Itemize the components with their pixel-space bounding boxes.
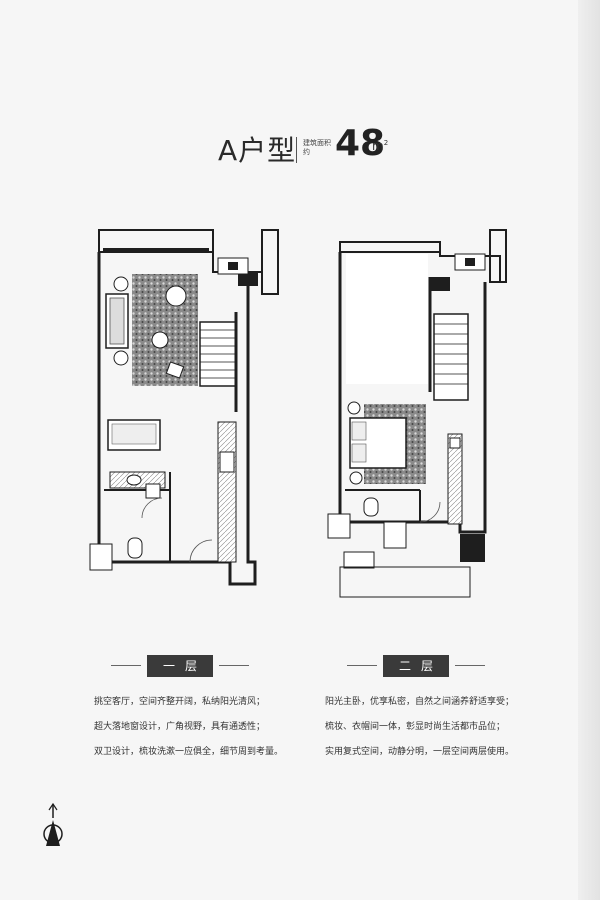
stair-treads — [200, 329, 236, 379]
upper-ac-frame — [489, 229, 507, 283]
column — [238, 272, 258, 286]
floor-2-line-3: 实用复式空间，动静分明，一层空间两层使用。 — [325, 747, 515, 757]
living-rug — [132, 274, 198, 386]
void-space — [346, 254, 428, 384]
upper-column — [430, 277, 450, 291]
side-stool — [165, 361, 185, 379]
nightstand-bottom — [349, 471, 363, 485]
floor-plan-drawing — [89, 229, 507, 598]
upper-terrace — [339, 566, 471, 598]
page-edge — [578, 0, 600, 900]
title-divider — [296, 137, 297, 163]
floor-plans — [0, 222, 600, 622]
floor-2-description: 阳光主卧，优享私密，自然之间涵养舒适享受； 梳妆、衣帽间一体，彰显时尚生活都市品… — [325, 690, 514, 765]
lamp-bottom — [113, 350, 129, 366]
area-unit: m2 — [372, 139, 388, 153]
area-value: 48 — [335, 123, 386, 164]
floor-2-line-1: 阳光主卧，优享私密，自然之间涵养舒适享受； — [325, 697, 515, 707]
upper-top-window — [339, 241, 441, 253]
stove — [219, 451, 235, 473]
floor-1-badge: 一层 — [111, 655, 249, 677]
wardrobe — [447, 433, 463, 525]
upper-utility-box — [327, 513, 351, 539]
pillow-top — [351, 421, 367, 441]
bath-door-arc — [141, 497, 163, 519]
upper-corner-column — [460, 534, 485, 562]
upper-shower — [383, 521, 407, 549]
floor-2-line-2: 梳妆、衣帽间一体，彰显时尚生活都市品位； — [325, 722, 506, 732]
window-sill — [103, 248, 209, 253]
floor-1-description: 挑空客厅，空间齐整开阔，私纳阳光清风； 超大落地窗设计，广角视野，具有通透性； … — [94, 690, 283, 765]
area-unit-text: m — [372, 139, 384, 153]
floor-1-line-1: 挑空客厅，空间齐整开阔，私纳阳光清风； — [94, 697, 266, 707]
first-floor-plan — [89, 229, 279, 586]
floor-1-line-2: 超大落地窗设计，广角视野，具有通透性； — [94, 722, 266, 732]
upper-stair-treads — [434, 323, 468, 385]
floor-2-badge: 二层 — [347, 655, 485, 677]
area-label: 建筑面积约 — [303, 139, 331, 156]
toilet — [127, 537, 143, 559]
ac-icon — [228, 262, 238, 270]
outer-wall — [97, 252, 257, 586]
lower-sofa-seat — [111, 423, 157, 445]
coffee-table — [151, 331, 169, 349]
upper-staircase — [433, 313, 469, 401]
header: A户型 建筑面积约 48 m2 — [0, 123, 600, 175]
upper-outer-wall — [338, 252, 487, 534]
second-floor-plan — [327, 229, 507, 598]
north-arrow-icon — [43, 802, 63, 846]
area-unit-sup: 2 — [383, 139, 389, 147]
unit-type-title: A户型 — [218, 134, 297, 167]
round-chair — [165, 285, 187, 307]
kitchen-counter — [217, 421, 237, 563]
lamp-top — [113, 276, 129, 292]
pillow-bottom — [351, 443, 367, 463]
sink — [126, 474, 142, 486]
entry-door-arc — [189, 539, 213, 563]
ac-unit-frame — [261, 229, 279, 295]
wardrobe-shelf — [449, 437, 461, 449]
utility-box — [89, 543, 113, 571]
sofa-cushion — [109, 297, 125, 345]
shower-tray — [145, 483, 161, 499]
upper-toilet — [363, 497, 379, 517]
upper-ac-icon — [465, 258, 475, 266]
upper-planter — [343, 551, 375, 569]
nightstand-top — [347, 401, 361, 415]
upper-bath-door-arc — [419, 501, 441, 523]
floor-1-line-3: 双卫设计，梳妆洗漱一应俱全，细节周到考量。 — [94, 747, 284, 757]
